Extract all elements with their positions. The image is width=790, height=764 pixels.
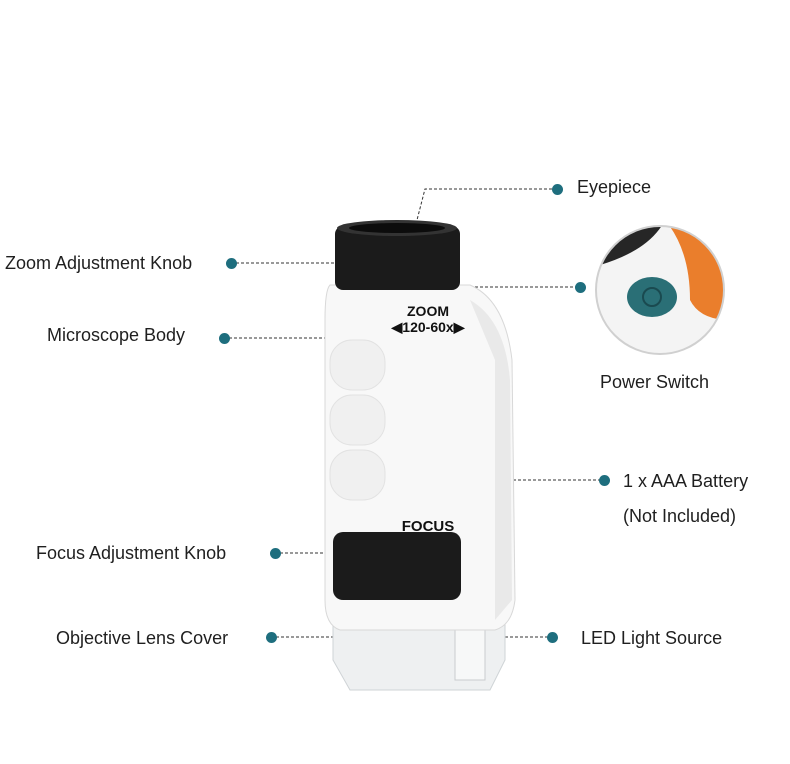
device-focus-text: FOCUS [402, 518, 455, 535]
body-side [470, 300, 512, 620]
power-switch-dot [574, 281, 586, 293]
device-zoom-range-text: ◀120-60x▶ [391, 319, 466, 335]
device-zoom-text: ZOOM [407, 303, 449, 319]
battery-dot [598, 474, 610, 486]
power-button-icon [627, 277, 677, 317]
label-body: Microscope Body [47, 325, 186, 345]
label-focus-knob: Focus Adjustment Knob [36, 543, 227, 563]
label-lens-cover: Objective Lens Cover [56, 628, 229, 648]
led-dot [546, 631, 558, 643]
power-switch-inset [596, 226, 724, 354]
zoom-knob-dot [225, 257, 237, 269]
label-led: LED Light Source [581, 628, 723, 648]
label-zoom-knob: Zoom Adjustment Knob [5, 253, 193, 273]
focus-knob-dot [269, 547, 281, 559]
label-eyepiece: Eyepiece [577, 177, 652, 197]
label-power-switch: Power Switch [600, 372, 710, 392]
zoom-adjustment-knob [335, 226, 460, 290]
label-battery: 1 x AAA Battery [623, 471, 749, 491]
focus-adjustment-knob [333, 532, 461, 600]
led-light-source [454, 624, 486, 681]
lens-cover-dot [265, 631, 277, 643]
eyepiece-dot [551, 183, 563, 195]
body-dot [218, 332, 230, 344]
label-battery-note: (Not Included) [623, 506, 737, 526]
